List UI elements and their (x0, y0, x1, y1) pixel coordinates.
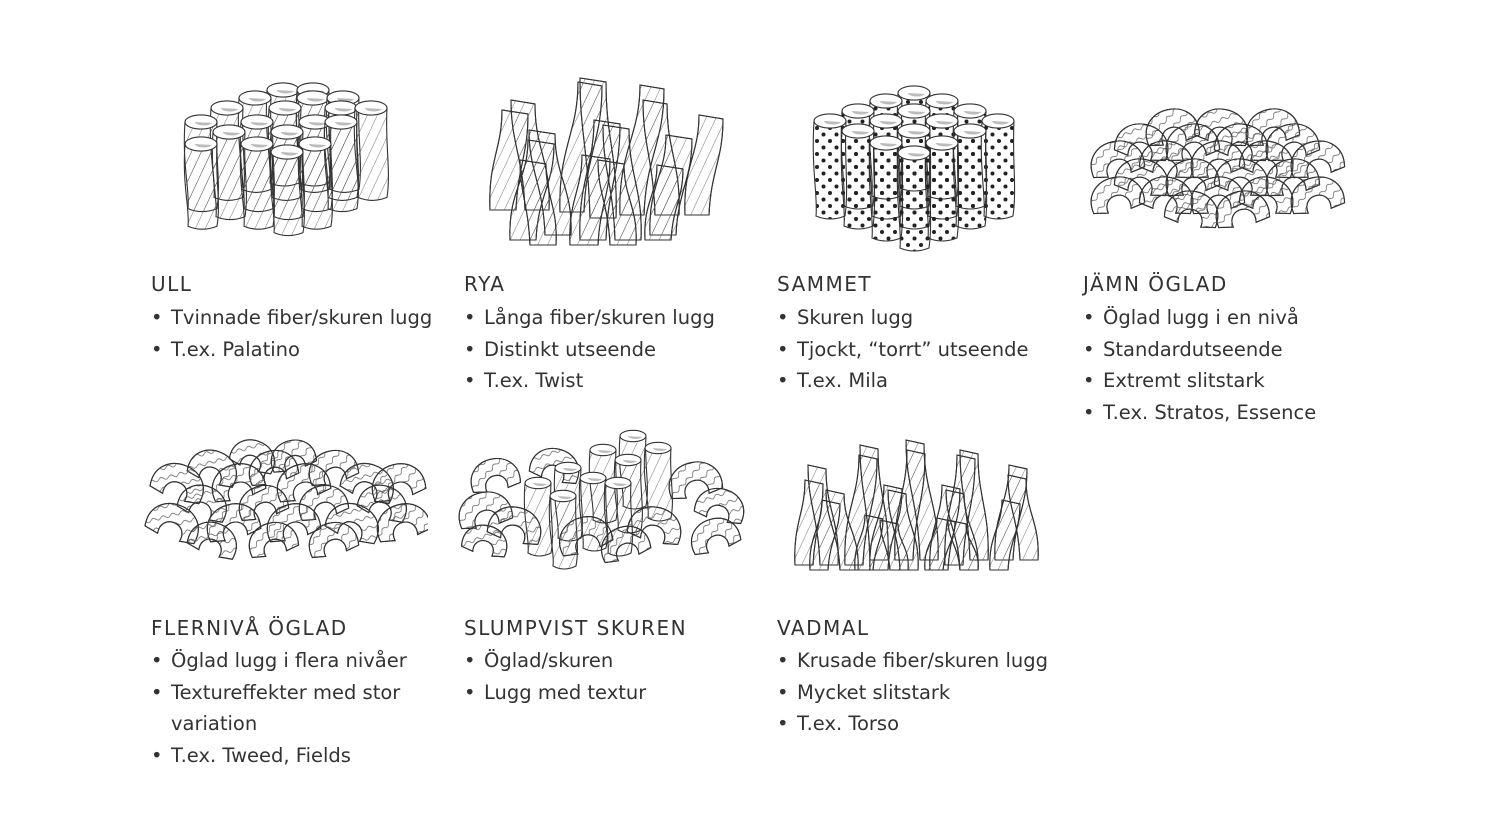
velvet-pile-icon (812, 85, 1016, 252)
card-bullets-vadmal: Krusade fiber/skuren lugg Mycket slitsta… (777, 645, 1077, 740)
bullet-item: T.ex. Mila (777, 365, 1077, 397)
card-title-ull: ULL (151, 272, 193, 296)
pile-tuft (840, 123, 876, 230)
bullet-item: T.ex. Palatino (151, 334, 451, 366)
bullet-item: Krusade fiber/skuren lugg (777, 645, 1077, 677)
card-bullets-sammet: Skuren lugg Tjockt, “torrt” utseende T.e… (777, 302, 1077, 397)
card-title-slumpvist-skuren: SLUMPVIST SKUREN (464, 616, 688, 640)
pile-strand (597, 159, 637, 246)
pile-tuft (183, 136, 219, 230)
pile-strand (879, 519, 909, 571)
card-bullets-flerniva-oglad: Öglad lugg i flera nivåer Textureffekter… (151, 645, 421, 772)
bullet-item: Öglad/skuren (464, 645, 764, 677)
card-bullets-jamn-oglad: Öglad lugg i en nivå Standardutseende Ex… (1083, 302, 1383, 429)
bullet-item: Tjockt, “torrt” utseende (777, 334, 1077, 366)
pile-strand (684, 114, 724, 216)
pile-loop (601, 525, 652, 564)
bullet-item: Lugg med textur (464, 677, 764, 709)
pile-tuft (896, 145, 932, 252)
bullet-item: Mycket slitstark (777, 677, 1077, 709)
pile-loop (1163, 190, 1219, 229)
bullet-item: Distinkt utseende (464, 334, 764, 366)
level-loop-pile-icon (1090, 108, 1346, 229)
card-bullets-rya: Långa fiber/skuren lugg Distinkt utseend… (464, 302, 764, 397)
bullet-item: Standardutseende (1083, 334, 1383, 366)
bullet-item: T.ex. Tweed, Fields (151, 740, 421, 772)
pile-tuft (980, 113, 1016, 220)
pile-tuft (239, 136, 275, 230)
pile-strand (989, 499, 1021, 571)
pile-loop (1215, 190, 1271, 229)
pile-strand (519, 159, 557, 246)
bullet-item: Öglad lugg i flera nivåer (151, 645, 421, 677)
pile-loop (309, 521, 360, 559)
bullet-item: Textureffekter med stor variation (151, 677, 421, 740)
shag-pile-icon (489, 77, 724, 246)
pile-tuft (952, 123, 988, 230)
twisted-cut-pile-icon (183, 82, 389, 237)
bullet-item: T.ex. Twist (464, 365, 764, 397)
bullet-item: Långa fiber/skuren lugg (464, 302, 764, 334)
pile-tuft (812, 113, 848, 220)
pile-loop (1090, 176, 1146, 215)
pile-loop (470, 458, 522, 493)
card-title-flerniva-oglad: FLERNIVÅ ÖGLAD (151, 616, 348, 640)
pile-loop (249, 521, 300, 559)
pile-loop (186, 521, 237, 560)
bullet-item: T.ex. Torso (777, 708, 1077, 740)
random-cut-loop-pile-icon (458, 429, 744, 570)
card-title-jamn-oglad: JÄMN ÖGLAD (1083, 272, 1228, 296)
bullet-item: Öglad lugg i en nivå (1083, 302, 1383, 334)
card-title-vadmal: VADMAL (777, 616, 870, 640)
pile-loop (1290, 176, 1346, 215)
pile-loop (324, 503, 379, 545)
pile-tuft (211, 124, 247, 221)
frieze-pile-icon (794, 439, 1039, 571)
pile-tuft (323, 114, 359, 213)
card-bullets-ull: Tvinnade fiber/skuren lugg T.ex. Palatin… (151, 302, 451, 365)
bullet-item: T.ex. Stratos, Essence (1083, 397, 1383, 429)
bullet-item: Skuren lugg (777, 302, 1077, 334)
pile-strand (854, 514, 884, 571)
pile-tuft (924, 135, 960, 242)
bullet-item: Extremt slitstark (1083, 365, 1383, 397)
pile-tuft (353, 100, 389, 201)
pile-loop (693, 487, 744, 525)
pile-loop (376, 503, 428, 543)
pile-tuft (643, 441, 673, 522)
pile-strand (947, 519, 979, 571)
pile-loop (460, 524, 508, 558)
multi-level-loop-pile-icon (144, 439, 428, 560)
pile-loop (691, 517, 742, 556)
pile-strand (644, 164, 684, 241)
card-title-rya: RYA (464, 272, 506, 296)
bullet-item: Tvinnade fiber/skuren lugg (151, 302, 451, 334)
card-title-sammet: SAMMET (777, 272, 873, 296)
pile-tuft (269, 144, 305, 237)
card-bullets-slumpvist-skuren: Öglad/skuren Lugg med textur (464, 645, 764, 708)
